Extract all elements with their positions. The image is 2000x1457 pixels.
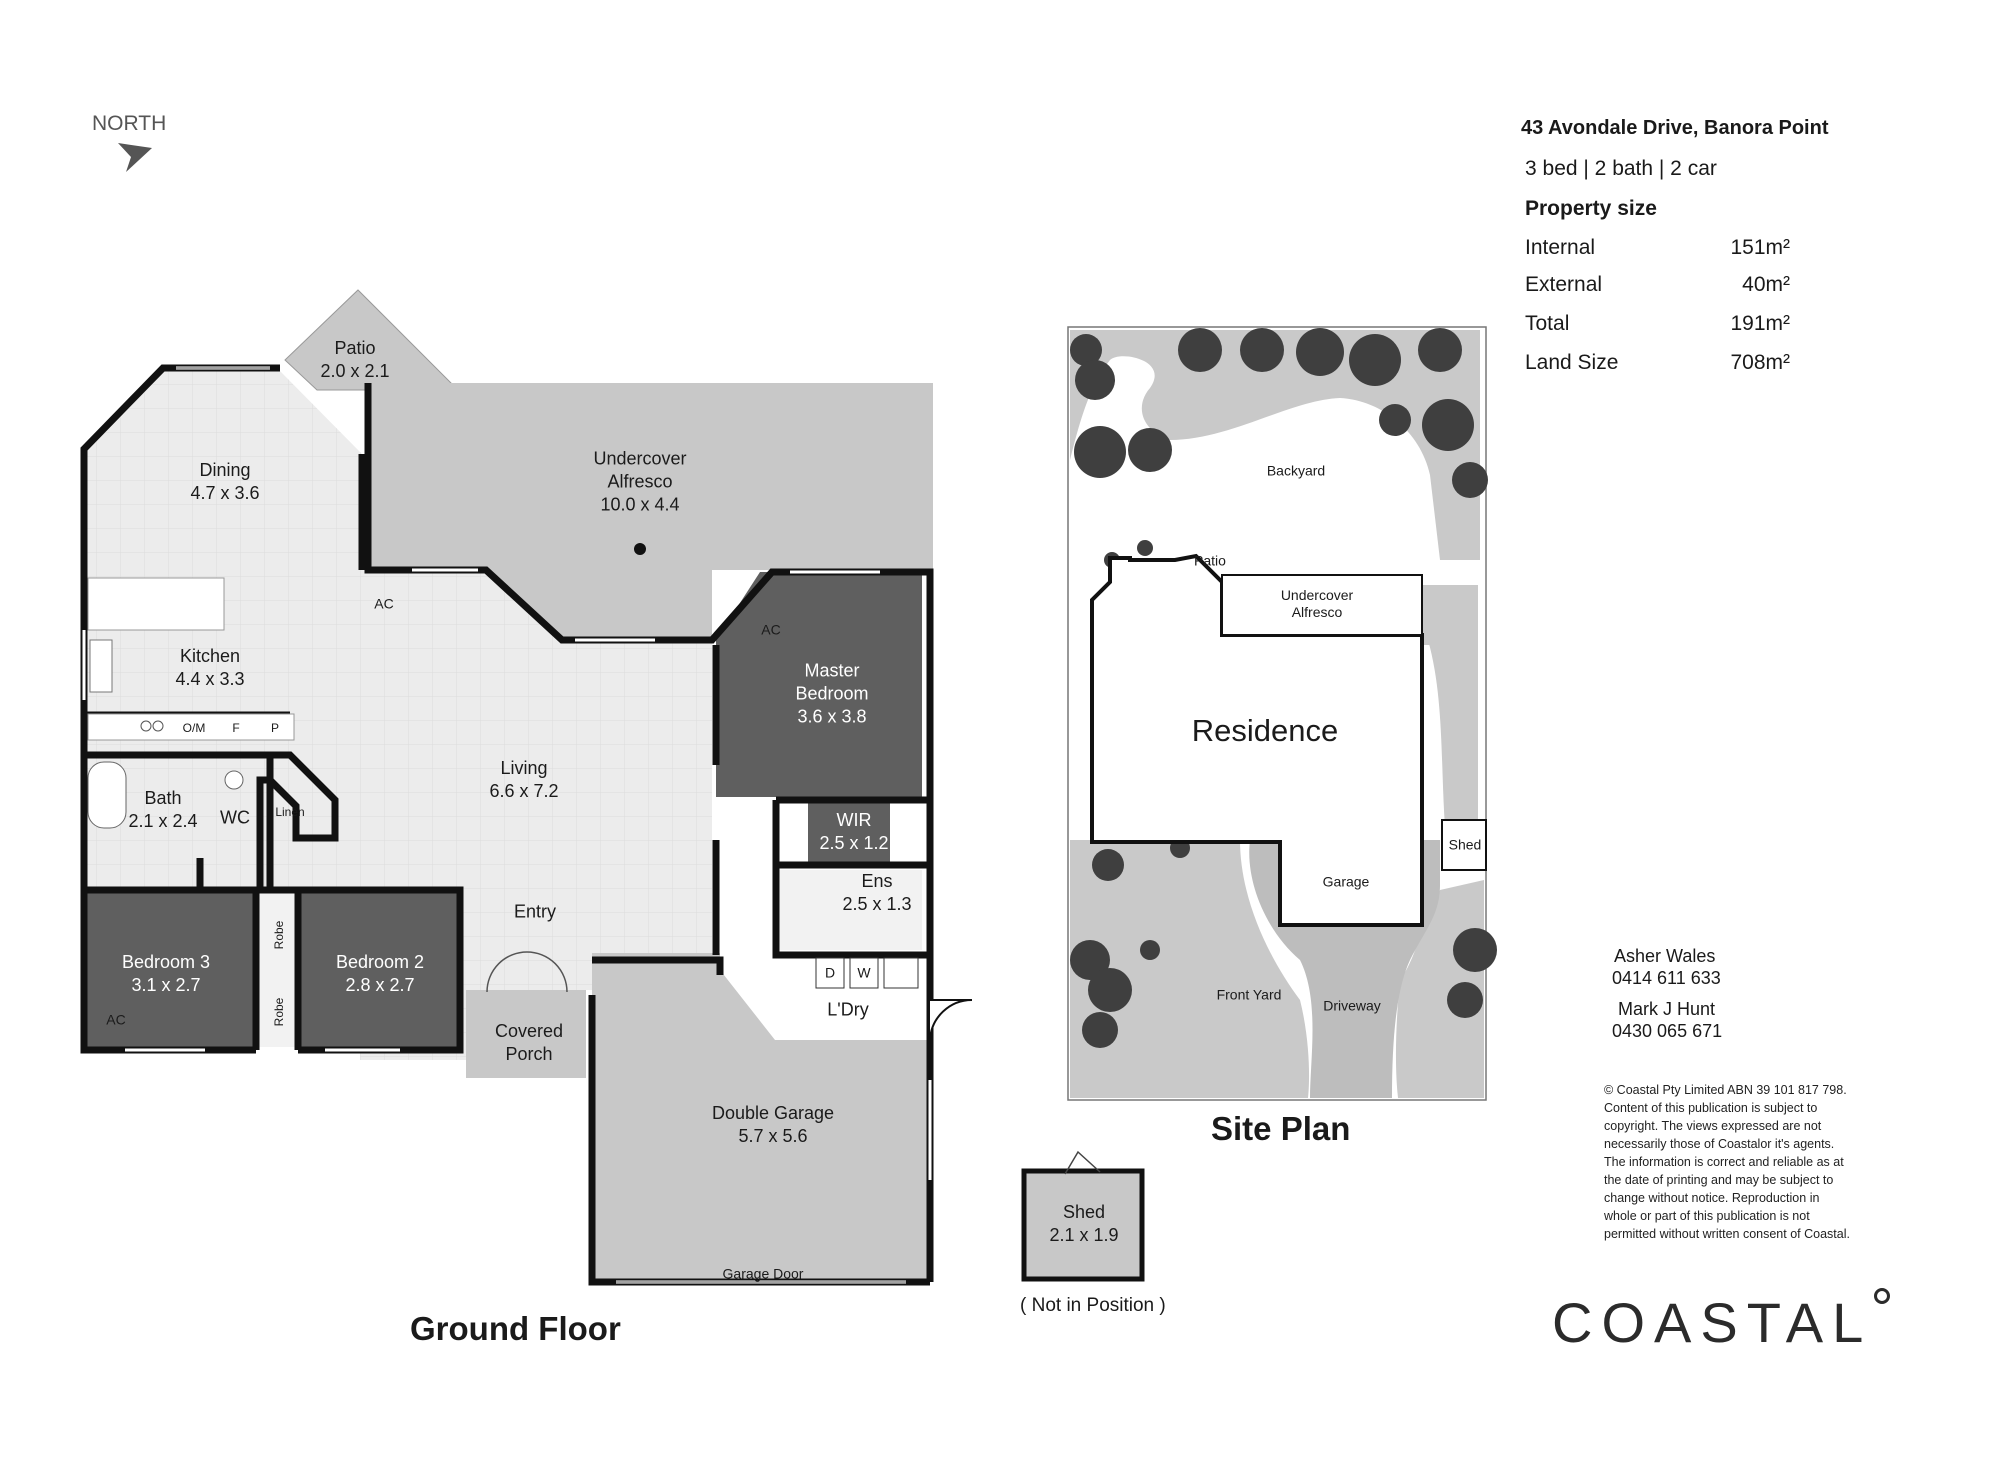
bedroom2-area bbox=[298, 890, 460, 1047]
entry-door-icon bbox=[486, 951, 568, 993]
side-lawn bbox=[1428, 640, 1478, 840]
site-shed bbox=[1441, 819, 1487, 871]
size-label-land: Land Size bbox=[1525, 351, 1619, 374]
toilet-icon bbox=[224, 770, 244, 790]
dryer-box bbox=[815, 957, 845, 989]
site-label-garage: Garage bbox=[1322, 873, 1370, 890]
front-lawn bbox=[1070, 840, 1310, 1098]
agent-phone-1: 0414 611 633 bbox=[1612, 968, 1721, 988]
size-value-internal: 151m² bbox=[1730, 236, 1790, 259]
size-label-internal: Internal bbox=[1525, 236, 1596, 259]
site-plan-heading: Site Plan bbox=[1211, 1110, 1351, 1147]
bedroom3-area bbox=[81, 890, 256, 1047]
site-label-driveway: Driveway bbox=[1323, 997, 1381, 1014]
copyright-disclaimer: © Coastal Pty Limited ABN 39 101 817 798… bbox=[1604, 1083, 1850, 1241]
room-label-linen: Linen bbox=[275, 805, 305, 819]
laundry-door-icon bbox=[929, 998, 973, 1041]
fridge-label: F bbox=[232, 721, 240, 735]
kitchen-bench bbox=[87, 713, 295, 741]
north-arrow-icon bbox=[118, 143, 152, 172]
ensuite-area bbox=[775, 870, 922, 950]
site-label-front-yard: Front Yard bbox=[1216, 986, 1282, 1003]
backyard-lawn bbox=[1070, 330, 1480, 560]
patio-area bbox=[284, 289, 460, 391]
room-label-laundry: L'Dry bbox=[827, 999, 869, 1020]
washer-label: W bbox=[857, 964, 871, 981]
site-alfresco bbox=[1221, 574, 1423, 636]
side-path bbox=[1420, 585, 1478, 645]
north-label: NORTH bbox=[92, 112, 167, 135]
size-value-external: 40m² bbox=[1742, 273, 1790, 296]
tub-box bbox=[883, 957, 919, 989]
shed-door-icon bbox=[1064, 1150, 1101, 1175]
robe-area bbox=[258, 890, 296, 1047]
agent-name-2: Mark J Hunt bbox=[1618, 999, 1716, 1019]
garage-door-label: Garage Door bbox=[722, 1265, 804, 1282]
oven-label: O/M bbox=[182, 721, 206, 735]
garage-area bbox=[592, 953, 930, 1280]
ac-label-bedroom3: AC bbox=[106, 1011, 126, 1028]
property-size-heading: Property size bbox=[1525, 197, 1657, 220]
size-label-total: Total bbox=[1525, 312, 1570, 335]
site-label-backyard: Backyard bbox=[1266, 462, 1326, 479]
porch-area bbox=[466, 990, 586, 1078]
room-label-wc: WC bbox=[220, 807, 250, 828]
agent-phone-2: 0430 065 671 bbox=[1612, 1021, 1723, 1041]
room-label-entry: Entry bbox=[513, 901, 557, 922]
property-address: 43 Avondale Drive, Banora Point bbox=[1521, 117, 1829, 139]
master-bedroom-area bbox=[716, 572, 922, 797]
room-label-robe-upper: Robe bbox=[272, 920, 286, 950]
kitchen-island bbox=[87, 577, 225, 631]
ac-label-master: AC bbox=[761, 621, 781, 638]
window-lines bbox=[176, 367, 906, 1283]
dryer-label: D bbox=[824, 964, 836, 981]
agent-name-1: Asher Wales bbox=[1614, 946, 1716, 966]
room-label-robe-lower: Robe bbox=[272, 997, 286, 1027]
coastal-logo: COASTAL bbox=[1552, 1291, 1873, 1354]
site-label-residence: Residence bbox=[1191, 713, 1339, 748]
sink-icon bbox=[89, 639, 113, 693]
size-value-total: 191m² bbox=[1730, 312, 1790, 335]
property-summary: 3 bed | 2 bath | 2 car bbox=[1525, 157, 1717, 180]
alfresco-area bbox=[368, 383, 933, 640]
hob-icon bbox=[140, 720, 152, 732]
bathtub-icon bbox=[87, 761, 127, 829]
site-label-patio: Patio bbox=[1194, 552, 1226, 569]
trees bbox=[1070, 328, 1497, 1048]
size-label-external: External bbox=[1525, 273, 1603, 296]
washer-box bbox=[849, 957, 879, 989]
pantry-label: P bbox=[270, 721, 280, 735]
size-value-land: 708m² bbox=[1730, 351, 1790, 374]
hob-icon bbox=[152, 720, 164, 732]
ac-label-dining: AC bbox=[374, 595, 394, 612]
detached-shed bbox=[1021, 1168, 1145, 1282]
not-in-position-note: ( Not in Position ) bbox=[1020, 1295, 1166, 1316]
site-label-shed: Shed bbox=[1448, 836, 1482, 853]
wir-area bbox=[808, 797, 890, 865]
ceiling-fan-icon bbox=[634, 543, 646, 555]
ground-floor-heading: Ground Floor bbox=[410, 1310, 621, 1347]
logo-degree-icon bbox=[1874, 1288, 1890, 1304]
